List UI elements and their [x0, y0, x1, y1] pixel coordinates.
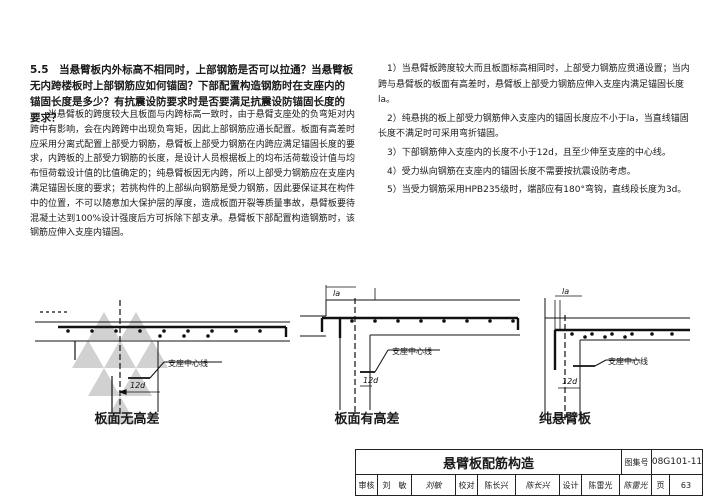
drawing-title: 悬臂板配筋构造: [356, 450, 622, 474]
answer-item-5: 5）当受力钢筋采用HPB235级时，端部应有180°弯钩，直线段长度为3d。: [387, 185, 687, 196]
designer-name: 陈雷光: [582, 475, 620, 495]
caption-no-height-diff: 板面无高差: [94, 412, 160, 427]
support-line-label-3: 支座中心线: [608, 356, 648, 366]
designer-signature: 陈雷光: [620, 475, 652, 495]
answer-item-2: 2）纯悬挑的板上部受力钢筋伸入支座内的锚固长度应不小于la，当直线锚固长度不满足…: [378, 113, 689, 140]
diagram-no-height-diff: [35, 300, 290, 415]
reviewer-name: 刘 敏: [378, 475, 412, 495]
d12-label-2: 12d: [363, 376, 379, 385]
caption-height-diff: 板面有高差: [334, 412, 400, 427]
title-block: 悬臂板配筋构造 图集号 08G101-11 审核 刘 敏 刘敏 校对 陈长兴 陈…: [355, 449, 703, 496]
answer-item-1: 1）当悬臂板跨度较大而且板面标高相同时，上部受力钢筋应贯通设置；当内跨与悬臂板的…: [378, 64, 690, 106]
question-body: 当悬臂板的跨度较大且板面与内跨标高一致时，由于悬臂支座处的负弯矩对内跨中有影响，…: [30, 110, 355, 239]
diagram-no-height-diff-dots: [66, 329, 262, 338]
answer-item-4: 4）受力纵向钢筋在支座内的锚固长度不需要按抗震设防考虑。: [387, 166, 636, 177]
diagram-height-diff-dots: [350, 319, 515, 323]
check-label: 校对: [456, 475, 478, 495]
support-line-label-1: 支座中心线: [168, 358, 208, 368]
d12-label-1: 12d: [130, 381, 146, 390]
page-label: 页: [652, 475, 670, 495]
diagram-pure-cantilever: [544, 295, 690, 420]
design-label: 设计: [560, 475, 582, 495]
question-title: 5.5 当悬臂板内外标高不相同时，上部钢筋是否可以拉通？当悬臂板无内跨楼板时上部…: [30, 64, 354, 124]
atlas-number: 08G101-11: [651, 457, 703, 467]
d12-label-3: 12d: [562, 377, 578, 386]
la-label-3: la: [562, 287, 569, 296]
checker-name: 陈长兴: [478, 475, 516, 495]
la-label-2: la: [333, 289, 340, 298]
reviewer-signature: 刘敏: [412, 475, 456, 495]
support-line-label-2: 支座中心线: [392, 346, 432, 356]
checker-signature: 陈长兴: [516, 475, 560, 495]
atlas-label: 图集号: [622, 450, 652, 474]
diagram-height-diff: [300, 285, 520, 412]
review-label: 审核: [356, 475, 378, 495]
answer-list: 1）当悬臂板跨度较大而且板面标高相同时，上部受力钢筋应贯通设置；当内跨与悬臂板的…: [378, 62, 693, 202]
page-number: 63: [680, 480, 692, 490]
answer-item-3: 3）下部钢筋伸入支座内的长度不小于12d，且至少伸至支座的中心线。: [387, 147, 671, 158]
diagram-pure-cantilever-dots: [570, 332, 674, 339]
caption-pure-cantilever: 纯悬臂板: [538, 412, 591, 427]
